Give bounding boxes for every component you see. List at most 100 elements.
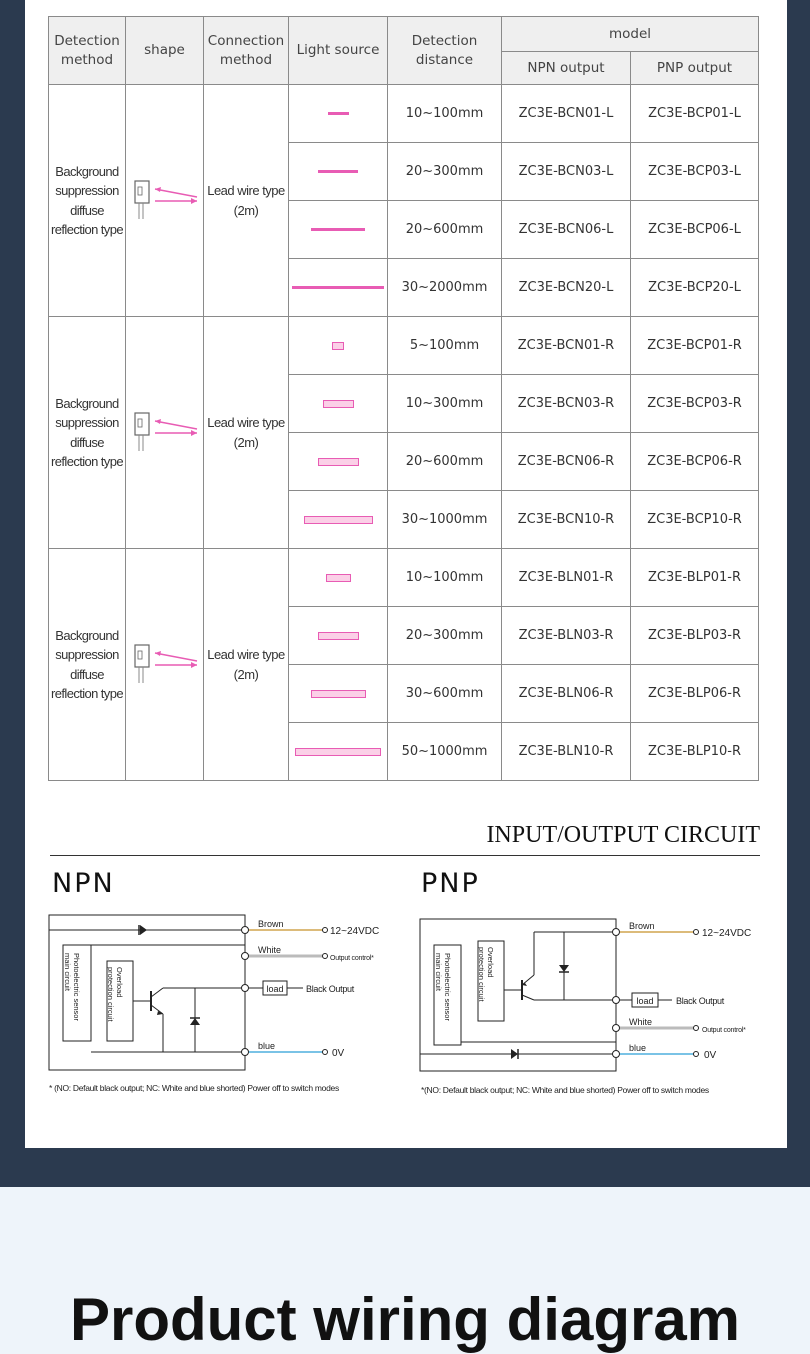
npn-reverse-diode-icon — [140, 925, 147, 935]
sensor-shape-icon — [133, 179, 197, 219]
header-detection-distance: Detection distance — [387, 16, 502, 85]
sensor-shape-icon — [133, 643, 197, 683]
light-beam-icon — [318, 170, 358, 173]
npn-load-label: load — [266, 984, 283, 994]
npn-model-cell: ZC3E-BCN20-L — [501, 258, 631, 317]
pnp-protection-label: Overloadprotection circuit — [477, 947, 495, 1003]
npn-emitter — [150, 1004, 164, 1015]
shape-cell — [125, 316, 204, 549]
npn-model-cell: ZC3E-BLN03-R — [501, 606, 631, 665]
table-body: Background suppression diffuse reflectio… — [48, 84, 760, 781]
header-connection-method: Connection method — [203, 16, 289, 85]
pnp-protection-box — [477, 940, 505, 1022]
pnp-supply-label: 12~24VDC — [702, 928, 751, 939]
detection-distance-cell: 10~100mm — [387, 548, 502, 607]
pnp-model-cell: ZC3E-BCP03-R — [629, 374, 760, 433]
header-shape: shape — [125, 16, 204, 85]
npn-label: NPN — [52, 868, 115, 899]
detection-distance-cell: 30~600mm — [387, 664, 502, 723]
page-heading: Product wiring diagram — [69, 1286, 741, 1353]
npn-supply-label: 12~24VDC — [330, 926, 379, 937]
pnp-emitter — [521, 974, 535, 986]
npn-model-cell: ZC3E-BCN03-L — [501, 142, 631, 201]
detection-distance-cell: 20~300mm — [387, 142, 502, 201]
pnp-footnote: *(NO: Default black output; NC: White an… — [421, 1085, 709, 1095]
header-detection-method: Detection method — [48, 16, 126, 85]
pnp-label: PNP — [421, 868, 480, 899]
npn-model-cell: ZC3E-BCN03-R — [501, 374, 631, 433]
npn-emitter-arrow — [157, 1011, 163, 1015]
pnp-terminal-black — [612, 996, 620, 1004]
pnp-zero-label: 0V — [704, 1050, 717, 1061]
pnp-output-control-label: Output control* — [702, 1027, 746, 1034]
pnp-model-cell: ZC3E-BCP01-R — [629, 316, 760, 375]
pnp-brown-label: Brown — [629, 921, 655, 931]
pnp-terminal-blue — [612, 1050, 620, 1058]
detection-distance-cell: 20~300mm — [387, 606, 502, 665]
detection-distance-cell: 50~1000mm — [387, 722, 502, 781]
sensor-shape-icon — [133, 411, 197, 451]
connection-method-cell: Lead wire type (2m) — [203, 548, 289, 781]
pnp-load-box — [631, 992, 659, 1008]
pnp-supply-terminal — [693, 929, 699, 935]
connection-method-cell: Lead wire type (2m) — [203, 316, 289, 549]
table-row: Background suppression diffuse reflectio… — [48, 316, 760, 549]
light-beam-icon — [311, 228, 365, 231]
light-beam-icon — [317, 631, 359, 640]
light-source-cell — [288, 490, 388, 549]
npn-footnote: * (NO: Default black output; NC: White a… — [49, 1083, 339, 1093]
npn-model-cell: ZC3E-BCN10-R — [501, 490, 631, 549]
light-source-cell — [288, 548, 388, 607]
pnp-main-circuit-label: Photoelectric sensormain circuit — [434, 953, 452, 1021]
pnp-wiring-diagram: Brown White blue load Black Output 12~24… — [419, 918, 751, 1072]
pnp-black-output-label: Black Output — [676, 996, 725, 1006]
light-beam-icon — [292, 286, 384, 289]
pnp-model-cell: ZC3E-BLP10-R — [629, 722, 760, 781]
npn-collector — [150, 987, 164, 998]
detection-method-cell: Background suppression diffuse reflectio… — [48, 84, 126, 317]
detection-method-cell: Background suppression diffuse reflectio… — [48, 316, 126, 549]
pnp-zener-icon — [559, 965, 569, 972]
npn-outer-box — [48, 914, 246, 1071]
pnp-model-cell: ZC3E-BLP06-R — [629, 664, 760, 723]
npn-model-cell: ZC3E-BLN06-R — [501, 664, 631, 723]
light-source-cell — [288, 84, 388, 143]
pnp-terminal-brown — [612, 928, 620, 936]
npn-black-output-label: Black Output — [306, 984, 355, 994]
npn-model-cell: ZC3E-BCN01-R — [501, 316, 631, 375]
npn-brown-label: Brown — [258, 919, 284, 929]
shape-cell — [125, 84, 204, 317]
light-source-cell — [288, 664, 388, 723]
npn-terminal-white — [241, 952, 249, 960]
detection-distance-cell: 10~100mm — [387, 84, 502, 143]
pnp-model-cell: ZC3E-BCP06-L — [629, 200, 760, 259]
npn-wiring-diagram: Brown White blue load Black Output 12~24… — [48, 914, 379, 1071]
npn-terminal-black — [241, 984, 249, 992]
npn-model-cell: ZC3E-BLN10-R — [501, 722, 631, 781]
npn-output-control-label: Output control* — [330, 955, 374, 962]
pnp-model-cell: ZC3E-BCP06-R — [629, 432, 760, 491]
header-npn-output: NPN output — [501, 51, 631, 85]
npn-model-cell: ZC3E-BCN06-R — [501, 432, 631, 491]
light-source-cell — [288, 606, 388, 665]
shape-cell — [125, 548, 204, 781]
npn-white-label: White — [258, 945, 281, 955]
detection-distance-cell: 30~1000mm — [387, 490, 502, 549]
npn-output-control-terminal — [322, 953, 328, 959]
pnp-zero-terminal — [693, 1051, 699, 1057]
detection-distance-cell: 30~2000mm — [387, 258, 502, 317]
light-source-cell — [288, 142, 388, 201]
npn-model-cell: ZC3E-BCN01-L — [501, 84, 631, 143]
pnp-model-cell: ZC3E-BCP01-L — [629, 84, 760, 143]
detection-method-cell: Background suppression diffuse reflectio… — [48, 548, 126, 781]
pnp-blue-label: blue — [629, 1043, 646, 1053]
circuit-divider — [50, 855, 760, 856]
table-row: Background suppression diffuse reflectio… — [48, 548, 760, 781]
